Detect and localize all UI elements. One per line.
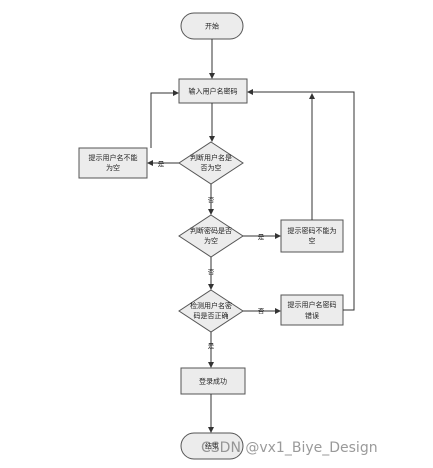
password-empty-node: 提示密码不能为 空 [280,219,344,253]
username-empty-shape [78,147,148,179]
input-shape [178,78,248,104]
edge-label-verify-yes: 是 [208,342,215,350]
arrow-username-empty-to-input [150,90,179,148]
login-success-shape [180,367,246,395]
start-label: 开始 [205,22,219,31]
edge-label-username-no: 否 [208,196,215,204]
check-username-shape [178,141,244,185]
check-password-label-line-1: 判断密码是否 [190,226,232,235]
check-password-node: 判断密码是否 为空 [178,214,244,258]
wrong-credentials-node: 提示用户名密码 错误 [280,294,344,326]
input-node: 输入用户名密码 [178,78,248,104]
input-label: 输入用户名密码 [189,87,238,96]
check-username-label-line-2: 否为空 [201,163,222,172]
check-username-label-line-1: 判断用户名是 [190,153,232,162]
edge-label-verify-no: 否 [258,307,265,315]
edge-label-username-yes: 是 [158,160,165,168]
login-success-label: 登录成功 [199,377,227,386]
end-label: 结束 [205,442,219,451]
check-username-node: 判断用户名是 否为空 [178,141,244,185]
username-empty-node: 提示用户名不能 为空 [78,147,148,179]
start-node: 开始 [180,12,244,40]
edge-label-password-no: 否 [208,268,215,276]
check-password-shape [178,214,244,258]
wrong-credentials-shape [280,294,344,326]
username-empty-label-line-1: 提示用户名不能 [89,153,138,162]
login-success-node: 登录成功 [180,367,246,395]
password-empty-label-line-2: 空 [309,236,316,245]
username-empty-label-line-2: 为空 [106,163,120,172]
end-shape [180,432,244,460]
edge-label-password-yes: 是 [258,233,265,241]
password-empty-shape [280,219,344,253]
verify-label-line-1: 检测用户名密 [190,301,232,310]
password-empty-label-line-1: 提示密码不能为 [288,226,337,235]
check-password-label-line-2: 为空 [204,236,218,245]
verify-shape [178,289,244,333]
wrong-credentials-label-line-2: 错误 [305,311,319,320]
arrow-wrong-credentials-to-input [247,89,355,311]
end-node: 结束 [180,432,244,460]
verify-label-line-2: 码是否正确 [194,311,229,320]
verify-node: 检测用户名密 码是否正确 [178,289,244,333]
wrong-credentials-label-line-1: 提示用户名密码 [288,300,337,309]
